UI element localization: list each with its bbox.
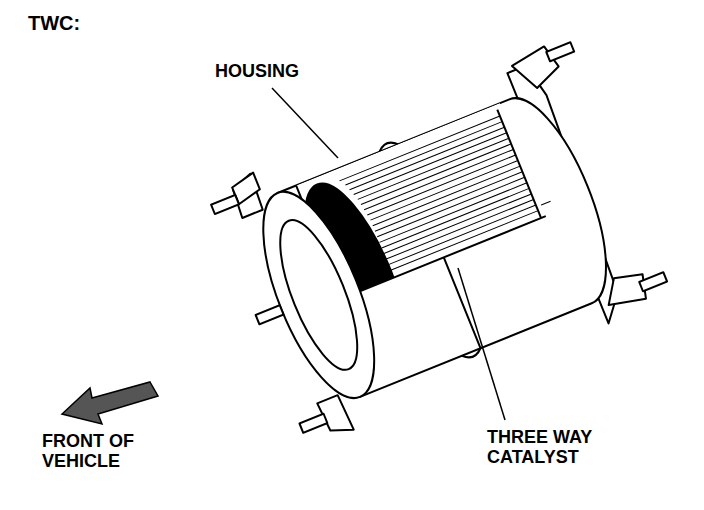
catalyst-hatch bbox=[340, 116, 539, 275]
leader-line bbox=[272, 88, 338, 158]
stud bbox=[256, 305, 284, 324]
stud bbox=[299, 414, 327, 433]
stud bbox=[546, 42, 574, 61]
part-label: HOUSING bbox=[215, 62, 299, 82]
inlet-face bbox=[240, 178, 397, 412]
direction-arrow bbox=[62, 382, 158, 424]
leader-line bbox=[458, 268, 505, 420]
diagram-title: TWC: bbox=[28, 12, 80, 34]
stud bbox=[639, 272, 667, 291]
inlet-opening bbox=[265, 211, 373, 379]
part-label: THREE WAY CATALYST bbox=[487, 428, 617, 468]
direction-label: FRONT OF VEHICLE bbox=[42, 432, 152, 472]
stud bbox=[211, 195, 239, 214]
